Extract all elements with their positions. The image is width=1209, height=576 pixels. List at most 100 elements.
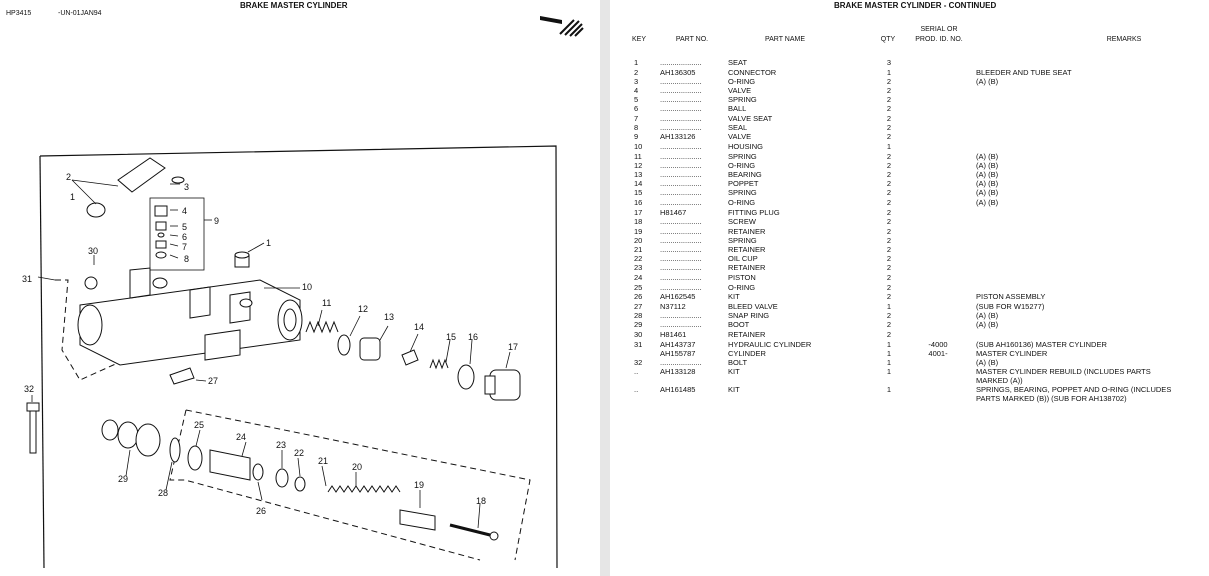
row-remarks: (A) (B) — [976, 161, 999, 170]
row-qty: 1 — [886, 385, 892, 394]
row-part-name: SEAL — [728, 123, 748, 132]
row-part-name: RETAINER — [728, 245, 766, 254]
row-remarks: (A) (B) — [976, 170, 999, 179]
row-part-no: .................... — [660, 236, 702, 245]
row-part-name: BOLT — [728, 358, 748, 367]
row-qty: 1 — [886, 358, 892, 367]
row-qty: 1 — [886, 302, 892, 311]
row-part-no: .................... — [660, 311, 702, 320]
row-part-name: VALVE — [728, 86, 752, 95]
callout-17: 17 — [508, 342, 518, 352]
row-key: 16 — [634, 198, 643, 207]
callout-14: 14 — [414, 322, 424, 332]
row-remarks: (A) (B) — [976, 188, 999, 197]
header-qty: QTY — [880, 36, 896, 43]
row-remarks: MARKED (A)) — [976, 376, 1023, 385]
row-part-name: VALVE — [728, 132, 752, 141]
callout-16: 16 — [468, 332, 478, 342]
callout-23: 23 — [276, 440, 286, 450]
callout-24: 24 — [236, 432, 246, 442]
row-qty: 2 — [886, 254, 892, 263]
row-remarks: (A) (B) — [976, 358, 999, 367]
row-part-name: O-RING — [728, 77, 756, 86]
row-qty: 1 — [886, 367, 892, 376]
row-key: 29 — [634, 320, 643, 329]
callout-22: 22 — [294, 448, 304, 458]
callout-1a: 1 — [70, 192, 75, 202]
row-part-name: BEARING — [728, 170, 762, 179]
row-part-name: OIL CUP — [728, 254, 758, 263]
callout-18: 18 — [476, 496, 486, 506]
callout-26: 26 — [256, 506, 266, 516]
row-part-no: .................... — [660, 95, 702, 104]
row-key: 27 — [634, 302, 643, 311]
row-part-name: KIT — [728, 385, 740, 394]
row-qty: 2 — [886, 132, 892, 141]
row-serial: -4000 — [928, 340, 948, 349]
row-part-name: O-RING — [728, 161, 756, 170]
row-part-name: VALVE SEAT — [728, 114, 773, 123]
row-key: 25 — [634, 283, 643, 292]
row-qty: 1 — [886, 349, 892, 358]
row-key: 17 — [634, 208, 643, 217]
row-key: 24 — [634, 273, 643, 282]
stripes-logo-icon — [540, 16, 584, 37]
row-qty: 2 — [886, 104, 892, 113]
row-key: 2 — [634, 68, 639, 77]
row-part-name: KIT — [728, 292, 740, 301]
row-remarks: BLEEDER AND TUBE SEAT — [976, 68, 1072, 77]
row-part-name: RETAINER — [728, 227, 766, 236]
row-part-name: O-RING — [728, 198, 756, 207]
row-qty: 2 — [886, 273, 892, 282]
row-part-name: CYLINDER — [728, 349, 766, 358]
row-key: 4 — [634, 86, 639, 95]
row-part-no: .................... — [660, 198, 702, 207]
callout-7: 7 — [182, 242, 187, 252]
row-part-no: .................... — [660, 104, 702, 113]
row-qty: 2 — [886, 245, 892, 254]
callout-25: 25 — [194, 420, 204, 430]
row-remarks: (A) (B) — [976, 198, 999, 207]
row-key: 18 — [634, 217, 643, 226]
row-part-no: .................... — [660, 320, 702, 329]
callout-8: 8 — [184, 254, 189, 264]
row-part-name: BLEED VALVE — [728, 302, 778, 311]
row-key: 32 — [634, 358, 643, 367]
row-qty: 2 — [886, 152, 892, 161]
row-part-no: .................... — [660, 142, 702, 151]
row-part-no: .................... — [660, 358, 702, 367]
row-part-no: AH133126 — [660, 132, 696, 141]
row-remarks: SPRINGS, BEARING, POPPET AND O-RING (INC… — [976, 385, 1172, 394]
row-part-no: N37112 — [660, 302, 686, 311]
page-title-continued: BRAKE MASTER CYLINDER - CONTINUED — [834, 1, 997, 10]
row-key: 23 — [634, 263, 643, 272]
row-part-no: .................... — [660, 170, 702, 179]
row-qty: 3 — [886, 58, 892, 67]
row-remarks: (A) (B) — [976, 320, 999, 329]
row-qty: 1 — [886, 68, 892, 77]
row-key: 7 — [634, 114, 639, 123]
row-key: 11 — [634, 152, 642, 161]
row-qty: 2 — [886, 217, 892, 226]
row-key: 30 — [634, 330, 643, 339]
row-qty: 2 — [886, 330, 892, 339]
row-part-name: SEAT — [728, 58, 748, 67]
row-key: 15 — [634, 188, 643, 197]
row-qty: 2 — [886, 283, 892, 292]
row-qty: 2 — [886, 161, 892, 170]
row-key: 26 — [634, 292, 643, 301]
row-remarks: MASTER CYLINDER — [976, 349, 1048, 358]
row-part-name: POPPET — [728, 179, 759, 188]
row-key: 20 — [634, 236, 643, 245]
header-serial-2: PROD. ID. NO. — [915, 36, 963, 43]
row-part-no: AH162545 — [660, 292, 696, 301]
row-part-name: BOOT — [728, 320, 750, 329]
row-key: 6 — [634, 104, 639, 113]
row-qty: 2 — [886, 123, 892, 132]
row-part-no: .................... — [660, 179, 702, 188]
row-part-no: H81461 — [660, 330, 687, 339]
row-key: 1 — [634, 58, 639, 67]
callout-32: 32 — [24, 384, 34, 394]
callout-27: 27 — [208, 376, 218, 386]
exploded-diagram: 2 1 3 4 5 6 7 8 9 10 1 30 31 11 12 13 14… — [22, 145, 558, 569]
